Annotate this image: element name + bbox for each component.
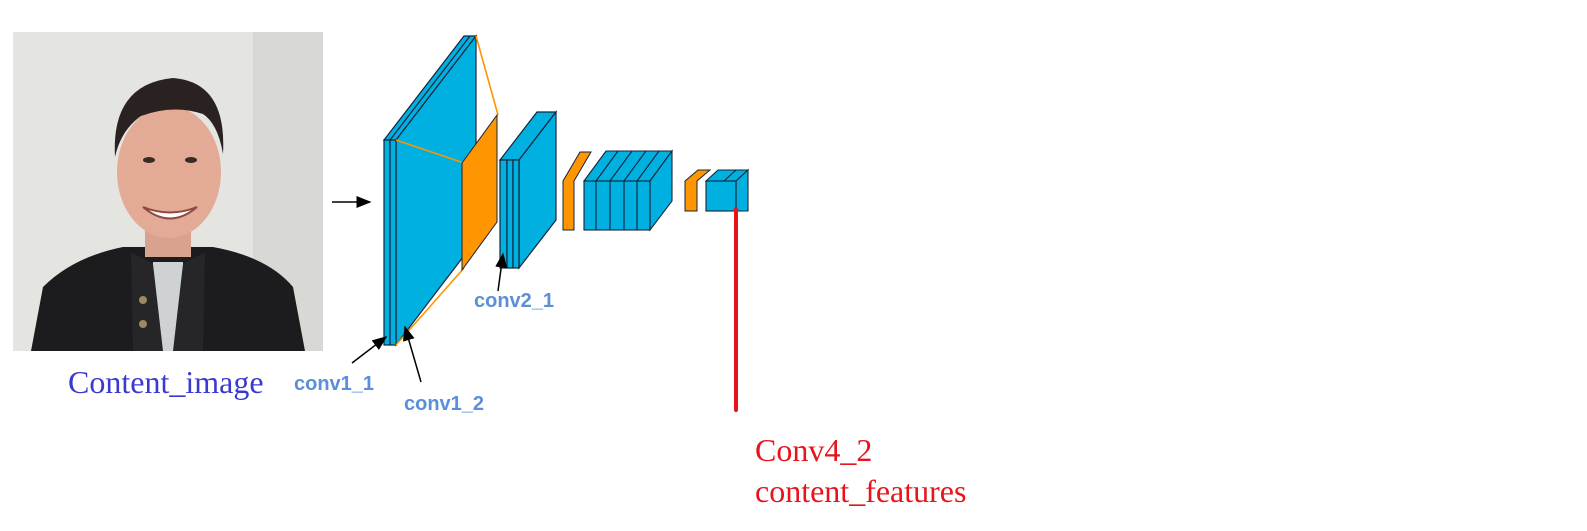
pool1-layer (461, 113, 498, 272)
conv1-1-slab-front (383, 139, 391, 346)
conv1-1-label: conv1_1 (294, 373, 375, 395)
pool2-layer (562, 151, 592, 231)
conv1-1-pointer-arrow (351, 336, 388, 364)
conv4-block (704, 168, 750, 212)
conv1-2-label: conv1_2 (404, 393, 485, 415)
content-image-caption: Content_image (68, 364, 264, 400)
conv1-2-pointer-arrow (403, 325, 422, 383)
content-image-photo (13, 32, 323, 351)
output-layer-label: Conv4_2 (755, 432, 873, 468)
output-name-label: content_features (755, 473, 967, 509)
portrait-illustration (13, 32, 323, 351)
conv2-1-pointer-arrow (495, 252, 508, 292)
conv2-1-label: conv2_1 (474, 290, 555, 312)
pool3-layer (684, 169, 712, 212)
conv2-block (498, 110, 558, 270)
conv3-block (582, 149, 674, 232)
conv1-2-slab-front (389, 139, 397, 346)
